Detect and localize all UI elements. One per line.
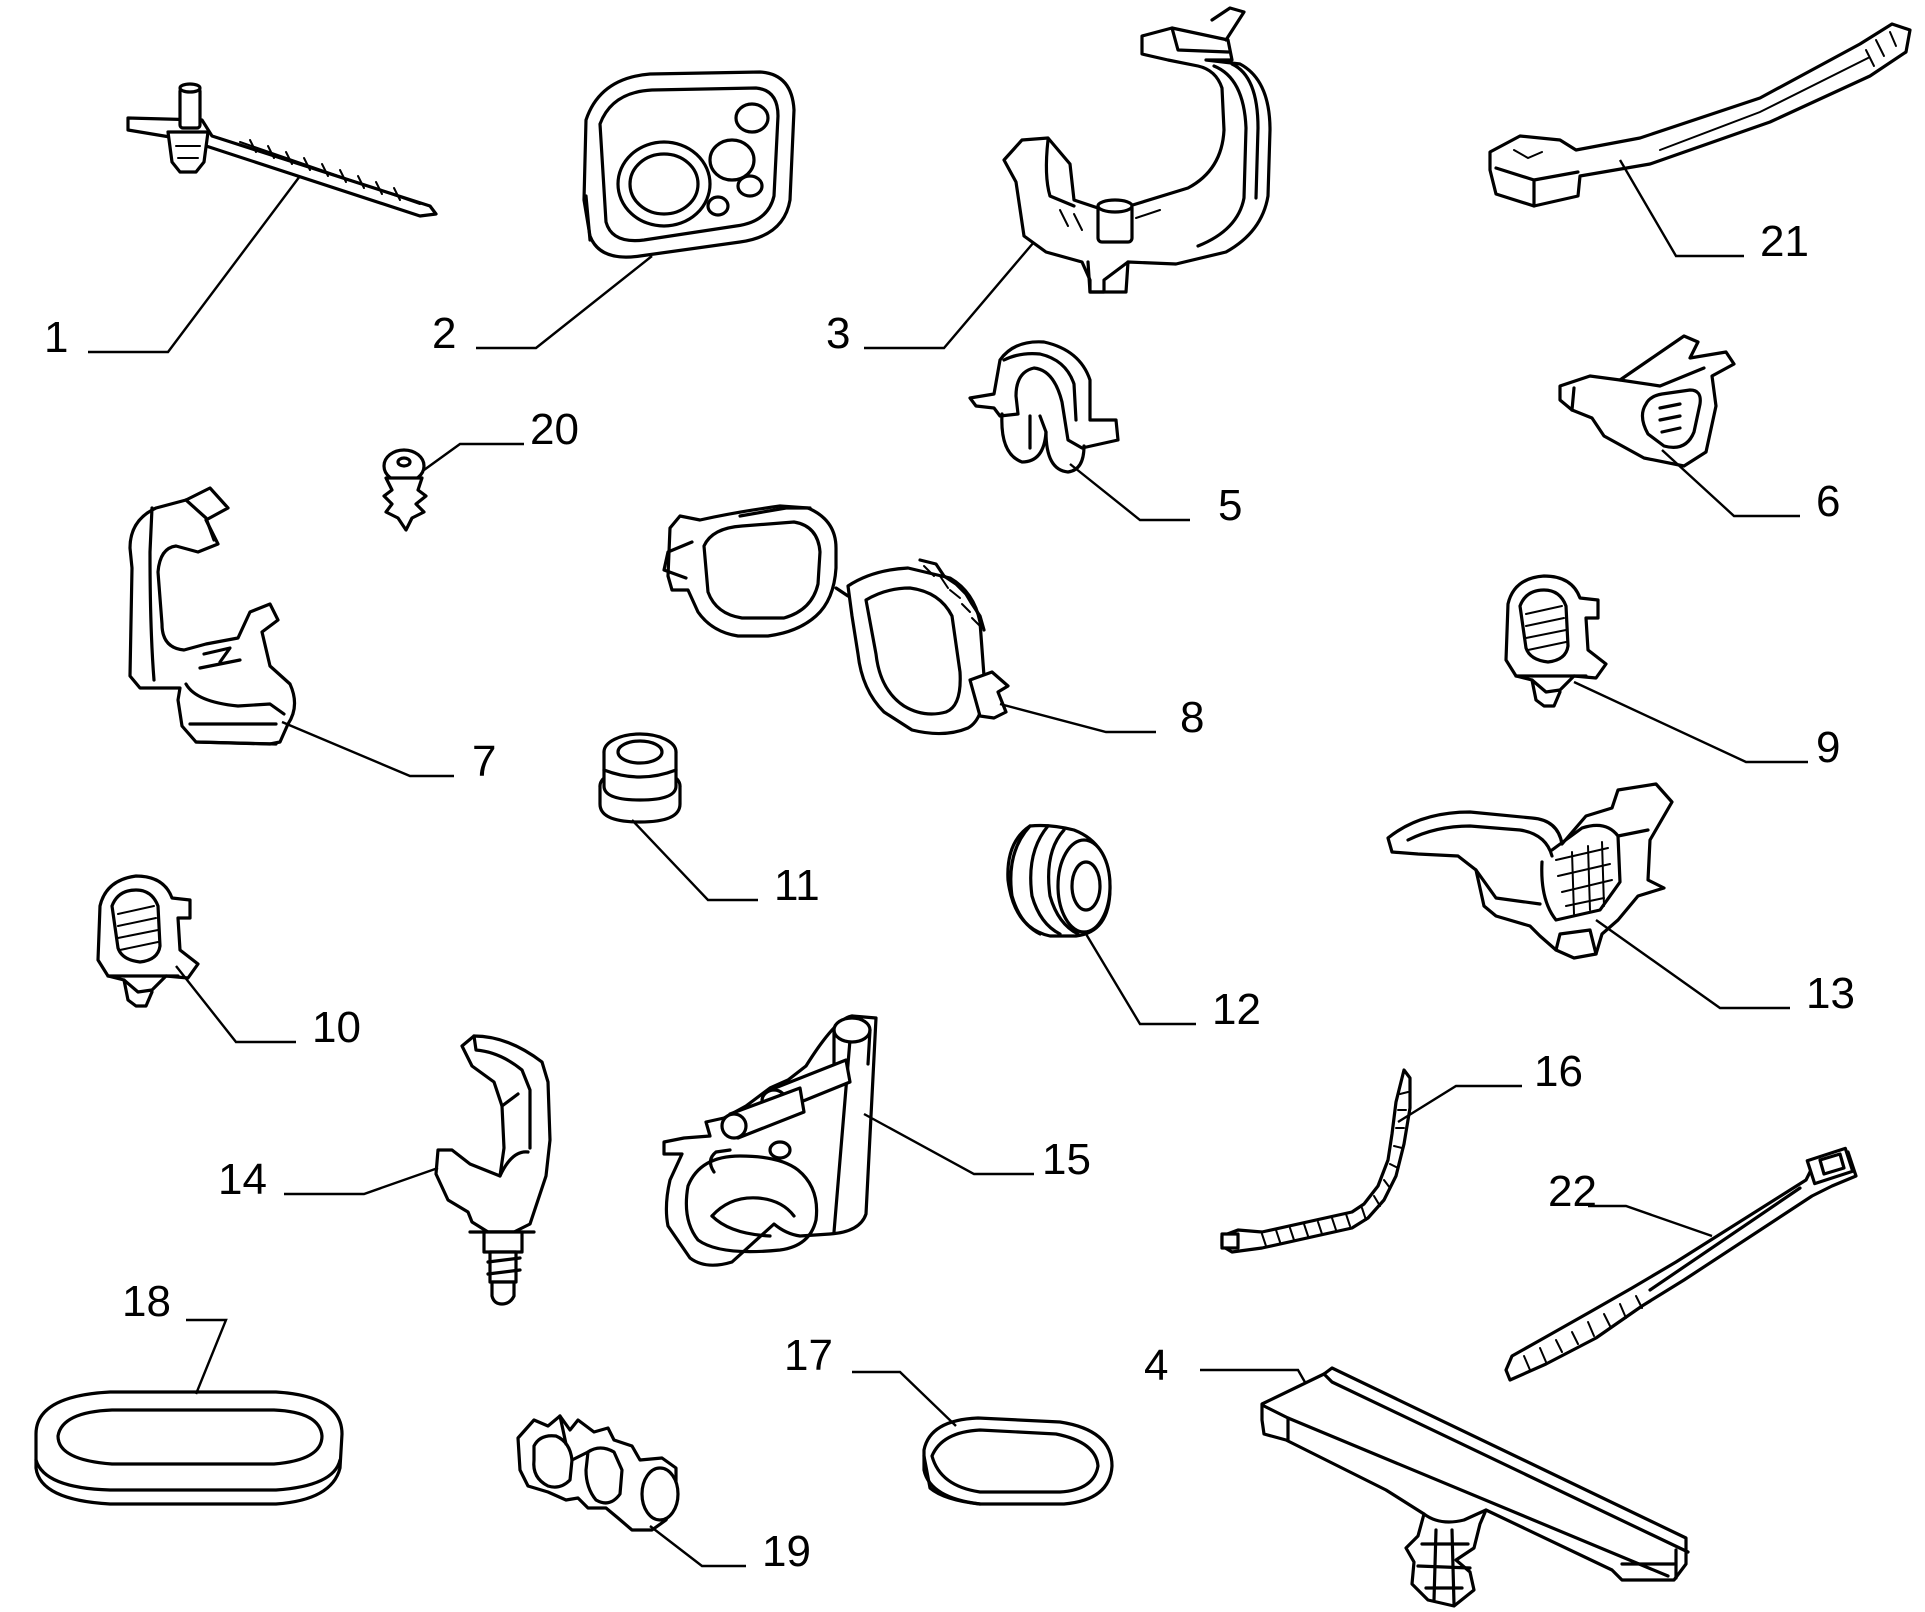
part-8-double-ring-clip[interactable] <box>662 504 1010 736</box>
part-17-small-oval-plug[interactable] <box>922 1416 1114 1506</box>
part-19-double-pipe-clip[interactable] <box>516 1414 680 1532</box>
callout-20: 20 <box>423 405 579 471</box>
callout-label-22: 22 <box>1548 1167 1597 1216</box>
part-10-coil-clip[interactable] <box>96 874 200 1008</box>
part-11-small-grommet[interactable] <box>598 732 682 824</box>
callout-label-17: 17 <box>784 1331 833 1380</box>
callout-7: 7 <box>281 720 496 786</box>
part-22-long-cable-tie[interactable] <box>1504 1146 1858 1382</box>
callout-label-5: 5 <box>1218 481 1242 530</box>
callout-label-20: 20 <box>530 405 579 454</box>
callout-label-3: 3 <box>826 309 850 358</box>
callout-label-2: 2 <box>432 309 456 358</box>
callout-8: 8 <box>999 693 1204 742</box>
part-21-strap-with-buckle[interactable] <box>1488 22 1912 208</box>
part-6-edge-clip-buckle[interactable] <box>1558 334 1736 468</box>
part-13-grid-edge-clip[interactable] <box>1386 782 1674 960</box>
callout-17: 17 <box>784 1331 957 1427</box>
callout-label-13: 13 <box>1806 969 1855 1018</box>
callout-2: 2 <box>432 255 653 358</box>
part-5-harness-clip[interactable] <box>968 340 1120 474</box>
part-2-multi-hole-grommet[interactable] <box>582 70 796 259</box>
callout-3: 3 <box>826 241 1035 358</box>
callout-label-16: 16 <box>1534 1047 1583 1096</box>
callout-label-1: 1 <box>44 313 68 362</box>
callout-14: 14 <box>218 1155 439 1204</box>
callout-label-9: 9 <box>1816 723 1840 772</box>
callout-11: 11 <box>631 819 820 910</box>
callout-label-4: 4 <box>1144 1341 1168 1390</box>
part-7-mounting-clip[interactable] <box>128 486 297 746</box>
part-3-harness-bracket[interactable] <box>1002 6 1272 294</box>
callout-label-18: 18 <box>122 1277 171 1326</box>
callout-label-6: 6 <box>1816 477 1840 526</box>
callout-label-14: 14 <box>218 1155 267 1204</box>
part-1-cable-tie-with-pin[interactable] <box>126 82 438 218</box>
callout-22: 22 <box>1548 1167 1713 1238</box>
callout-12: 12 <box>1084 933 1261 1034</box>
callout-6: 6 <box>1661 449 1840 526</box>
part-15-bracket-ring[interactable] <box>662 1014 878 1267</box>
callout-label-10: 10 <box>312 1003 361 1052</box>
callout-21: 21 <box>1618 159 1809 266</box>
callout-16: 16 <box>1397 1047 1583 1124</box>
callout-18: 18 <box>122 1277 228 1395</box>
part-18-large-oval-plug[interactable] <box>34 1390 344 1506</box>
callout-label-19: 19 <box>762 1527 811 1576</box>
part-12-ribbed-grommet[interactable] <box>1006 823 1112 938</box>
callout-label-11: 11 <box>774 861 820 910</box>
callout-1: 1 <box>44 175 301 362</box>
part-4-channel-with-fastener[interactable] <box>1260 1366 1690 1608</box>
callout-19: 19 <box>649 1525 811 1576</box>
callout-5: 5 <box>1069 463 1242 530</box>
part-16-small-cable-tie[interactable] <box>1220 1068 1412 1254</box>
callout-label-12: 12 <box>1212 985 1261 1034</box>
callout-15: 15 <box>863 1112 1091 1184</box>
callout-9: 9 <box>1573 680 1840 772</box>
part-14-pipe-clip-stud[interactable] <box>434 1034 552 1306</box>
callout-4: 4 <box>1144 1341 1308 1390</box>
part-9-coil-clip-on-stud[interactable] <box>1504 574 1608 708</box>
callout-label-21: 21 <box>1760 217 1809 266</box>
callout-13: 13 <box>1595 919 1855 1018</box>
callout-label-7: 7 <box>472 737 496 786</box>
callout-label-8: 8 <box>1180 693 1204 742</box>
callout-10: 10 <box>175 965 361 1052</box>
callout-label-15: 15 <box>1042 1135 1091 1184</box>
part-20-push-rivet[interactable] <box>382 448 428 532</box>
